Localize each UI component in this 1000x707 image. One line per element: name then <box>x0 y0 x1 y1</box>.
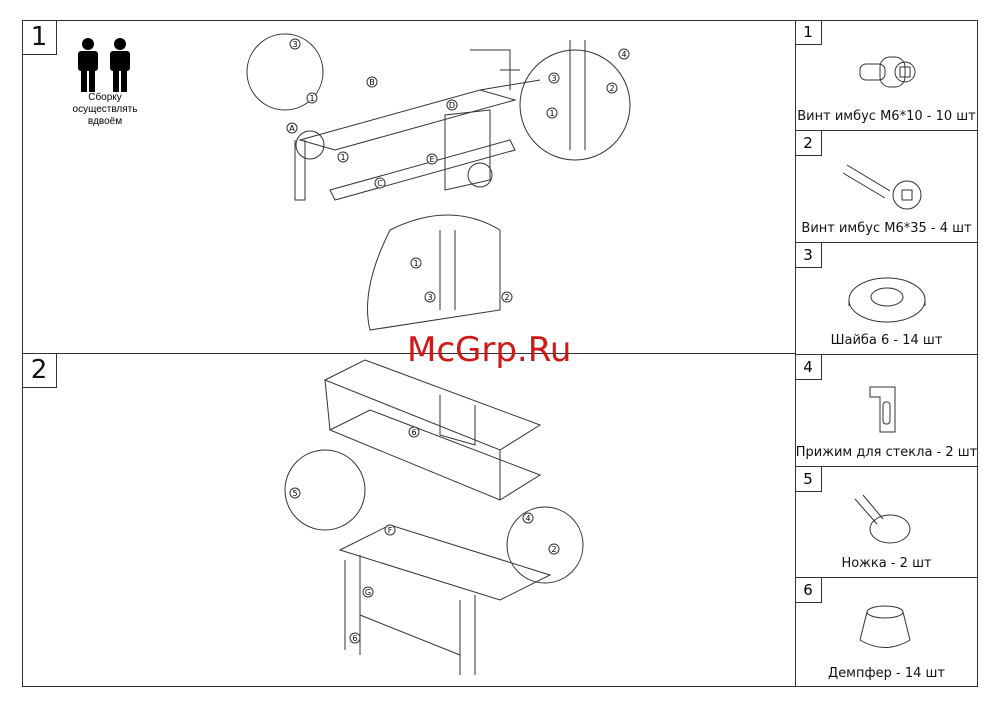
part-item: 1 Винт имбус М6*10 - 10 шт <box>795 20 978 131</box>
callout-3: 3 <box>292 40 297 49</box>
part-item: 6 Демпфер - 14 шт <box>795 578 978 687</box>
note-line: вдвоём <box>87 116 123 127</box>
damper-icon <box>859 605 911 648</box>
label-E: E <box>429 155 434 164</box>
note-line: Сборку <box>88 92 122 103</box>
part-number: 4 <box>795 355 822 380</box>
callout-6: 6 <box>411 428 416 437</box>
part-item: 3 Шайба 6 - 14 шт <box>795 243 978 355</box>
callout-4: 4 <box>525 514 530 523</box>
step-2-assembly-diagram: 5 F G 6 6 4 2 <box>284 359 584 675</box>
callout-4: 4 <box>621 50 626 59</box>
callout-2: 2 <box>609 84 614 93</box>
part-item: 2 Винт имбус М6*35 - 4 шт <box>795 131 978 243</box>
callout-1: 1 <box>549 109 554 118</box>
step-2-number: 2 <box>22 353 57 388</box>
part-label: Ножка - 2 шт <box>841 556 932 571</box>
two-people-icon <box>78 38 130 92</box>
part-label: Винт имбус М6*10 - 10 шт <box>797 109 976 124</box>
part-number: 2 <box>795 131 822 156</box>
callout-3: 3 <box>427 293 432 302</box>
part-label: Шайба 6 - 14 шт <box>830 333 943 348</box>
step-1-frame-diagram: 3 1 1 1 3 2 3 1 4 2 A B C D E <box>246 33 631 331</box>
callout-5: 5 <box>292 489 297 498</box>
label-C: C <box>377 179 383 188</box>
watermark: McGrp.Ru <box>407 330 572 370</box>
callout-3: 3 <box>551 74 556 83</box>
note-line: осуществлять <box>72 104 138 115</box>
step-1-number: 1 <box>22 20 57 55</box>
part-number: 6 <box>795 578 822 603</box>
callout-1: 1 <box>309 94 314 103</box>
callout-2: 2 <box>551 545 556 554</box>
short-hex-screw-icon <box>859 56 916 88</box>
callout-6: 6 <box>352 634 357 643</box>
label-G: G <box>365 588 371 597</box>
label-B: B <box>369 78 375 87</box>
label-F: F <box>388 526 393 535</box>
label-D: D <box>449 101 455 110</box>
foot-icon <box>854 494 911 544</box>
callout-2: 2 <box>504 293 509 302</box>
long-hex-screw-icon <box>842 164 922 210</box>
part-item: 5 Ножка - 2 шт <box>795 467 978 578</box>
glass-clamp-icon <box>869 386 896 433</box>
part-number: 5 <box>795 467 822 492</box>
washer-icon <box>848 277 926 323</box>
callout-1: 1 <box>340 153 345 162</box>
part-label: Прижим для стекла - 2 шт <box>795 445 978 460</box>
two-person-note: Сборку осуществлять вдвоём <box>60 92 150 128</box>
label-A: A <box>289 124 295 133</box>
part-label: Винт имбус М6*35 - 4 шт <box>801 221 972 236</box>
part-item: 4 Прижим для стекла - 2 шт <box>795 355 978 467</box>
column-divider <box>795 20 796 687</box>
part-number: 3 <box>795 243 822 268</box>
part-number: 1 <box>795 20 822 45</box>
callout-1: 1 <box>413 259 418 268</box>
part-label: Демпфер - 14 шт <box>828 666 945 681</box>
step-divider <box>22 353 795 354</box>
